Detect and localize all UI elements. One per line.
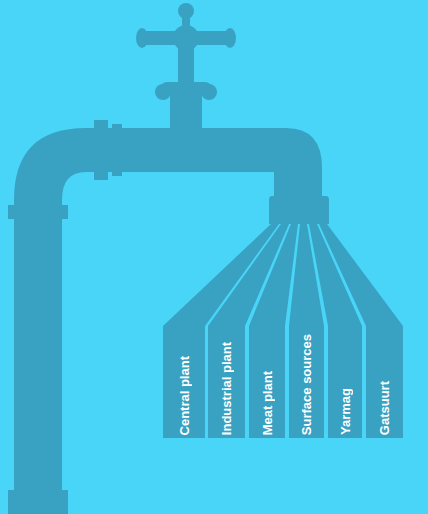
band-label: Meat plant [261,371,274,435]
faucet-nozzle [269,196,329,224]
handle-end [224,28,236,48]
pipe-base [8,490,68,514]
bonnet-knob [201,84,217,100]
stream-band: Meat plant [249,326,285,438]
pipe [14,128,322,500]
stream-band: Industrial plant [208,326,245,438]
pipe-flange [112,124,122,176]
band-label: Central plant [178,356,191,435]
valve-stem [178,46,194,86]
stream-band: Surface sources [289,326,324,438]
valve-body [170,94,202,132]
bonnet-knob [155,84,171,100]
handle-end [136,28,148,48]
band-label: Surface sources [300,334,313,435]
band-label: Industrial plant [220,342,233,435]
pipe-flange [8,205,68,219]
band-polygon [319,224,403,438]
stream-band: Central plant [163,326,205,438]
stream-band: Yarmag [328,326,362,438]
band-label: Gatsuurt [378,381,391,435]
stream-band: Gatsuurt [366,326,403,438]
pipe-flange [94,120,108,180]
band-label: Yarmag [339,388,352,435]
